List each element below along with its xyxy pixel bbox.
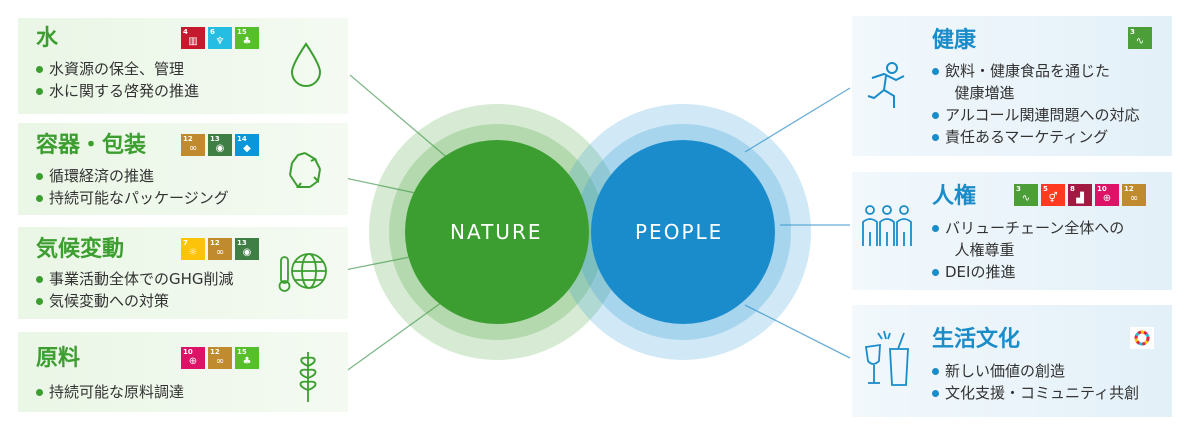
sdg-icons: 10⊕ 12∞ 15♣ <box>181 347 259 369</box>
sdg-icons: 12∞ 13◉ 14◆ <box>181 134 259 156</box>
item-title: 気候変動 <box>36 237 125 262</box>
bullet-item: 健康増進 <box>945 84 1015 102</box>
wheat-icon <box>299 352 317 402</box>
sdg-icon: 3∿ <box>1014 184 1038 206</box>
bullet-list: 水資源の保全、管理 水に関する啓発の推進 <box>36 58 199 102</box>
right-item-health: 健康 3∿ 飲料・健康食品を通じた 健康増進 アルコール関連問題への対応 責任あ… <box>852 16 1172 156</box>
nature-label: NATURE <box>450 220 543 244</box>
sdg-icon: 12∞ <box>1122 184 1146 206</box>
bullet-list: バリューチェーン全体への 人権尊重 DEIの推進 <box>932 217 1124 283</box>
sdg-icons: 3∿ 5⚥ 8▟ 10⊕ 12∞ <box>1014 184 1146 206</box>
bullet-item: 気候変動への対策 <box>36 290 234 312</box>
sdg-icon: 8▟ <box>1068 184 1092 206</box>
left-connectors <box>344 74 451 373</box>
sdg-icons: 7☼ 12∞ 13◉ <box>181 238 259 260</box>
bullet-item: 文化支援・コミュニティ共創 <box>932 382 1139 404</box>
sdg-icons: 4▥ 6♆ 15♣ <box>181 27 259 49</box>
globe-thermometer-icon <box>278 253 327 292</box>
recycle-icon <box>289 152 321 188</box>
item-title: 生活文化 <box>932 327 1021 352</box>
sdg-icon: 15♣ <box>235 27 259 49</box>
toast-glasses-icon <box>864 330 909 386</box>
sdg-icons: 3∿ <box>1128 27 1152 49</box>
nature-circle <box>405 140 589 324</box>
bullet-list: 事業活動全体でのGHG削減 気候変動への対策 <box>36 268 234 312</box>
right-item-life-culture: 生活文化 新しい価値の創造 文化支援・コミュニティ共創 <box>852 305 1172 417</box>
sdg-icon: 13◉ <box>235 238 259 260</box>
people-circle <box>591 140 775 324</box>
left-item-packaging: 容器・包装 12∞ 13◉ 14◆ 循環経済の推進 持続可能なパッケージング <box>18 123 348 215</box>
item-title: 水 <box>36 26 59 51</box>
sdg-icon: 12∞ <box>181 134 205 156</box>
sdg-icon: 12∞ <box>208 238 232 260</box>
sdg-icon: 10⊕ <box>181 347 205 369</box>
bullet-item: 人権尊重 <box>945 241 1015 259</box>
bullet-item: アルコール関連問題への対応 <box>932 104 1140 126</box>
sdg-icon: 10⊕ <box>1095 184 1119 206</box>
bullet-list: 新しい価値の創造 文化支援・コミュニティ共創 <box>932 360 1139 404</box>
bullet-item: 循環経済の推進 <box>36 165 229 187</box>
bullet-list: 持続可能な原料調達 <box>36 381 184 403</box>
sdg-icon: 13◉ <box>208 134 232 156</box>
sdg-icon: 7☼ <box>181 238 205 260</box>
left-item-climate: 気候変動 7☼ 12∞ 13◉ 事業活動全体でのGHG削減 気候変動への対策 <box>18 227 348 319</box>
sdg-icon: 6♆ <box>208 27 232 49</box>
bullet-item: 持続可能なパッケージング <box>36 187 229 209</box>
water-drop-icon <box>290 42 322 87</box>
bullet-item: バリューチェーン全体への <box>932 217 1124 239</box>
bullet-item: 責任あるマーケティング <box>932 126 1140 148</box>
sdg-icon: 12∞ <box>208 347 232 369</box>
sdg-icon: 15♣ <box>235 347 259 369</box>
sdg-icon: 3∿ <box>1128 27 1152 49</box>
item-title: 人権 <box>932 184 977 209</box>
bullet-list: 循環経済の推進 持続可能なパッケージング <box>36 165 229 209</box>
bullet-item: 飲料・健康食品を通じた <box>932 60 1140 82</box>
running-person-icon <box>867 62 905 108</box>
sdg-icon: 5⚥ <box>1041 184 1065 206</box>
bullet-item: 事業活動全体でのGHG削減 <box>36 268 234 290</box>
sdg-wheel-icon-graphic <box>1134 330 1150 346</box>
bullet-list: 飲料・健康食品を通じた 健康増進 アルコール関連問題への対応 責任あるマーケティ… <box>932 60 1140 148</box>
sdg-icon: 4▥ <box>181 27 205 49</box>
bullet-item: DEIの推進 <box>932 261 1124 283</box>
right-item-human-rights: 人権 3∿ 5⚥ 8▟ 10⊕ 12∞ バリューチェーン全体への 人権尊重 DE… <box>852 172 1172 290</box>
left-item-water: 水 4▥ 6♆ 15♣ 水資源の保全、管理 水に関する啓発の推進 <box>18 18 348 114</box>
item-title: 健康 <box>932 28 977 53</box>
bullet-item: 水に関する啓発の推進 <box>36 80 199 102</box>
bullet-item: 持続可能な原料調達 <box>36 381 184 403</box>
people-group-icon <box>862 205 912 246</box>
people-label: PEOPLE <box>635 220 724 244</box>
item-title: 容器・包装 <box>36 133 147 158</box>
bullet-item: 水資源の保全、管理 <box>36 58 199 80</box>
left-item-raw-materials: 原料 10⊕ 12∞ 15♣ 持続可能な原料調達 <box>18 332 348 412</box>
sdg-wheel-icon <box>1130 327 1154 349</box>
right-connectors <box>744 87 851 359</box>
bullet-item: 新しい価値の創造 <box>932 360 1139 382</box>
item-title: 原料 <box>36 346 81 371</box>
sdg-icons <box>1130 327 1154 349</box>
sdg-icon: 14◆ <box>235 134 259 156</box>
